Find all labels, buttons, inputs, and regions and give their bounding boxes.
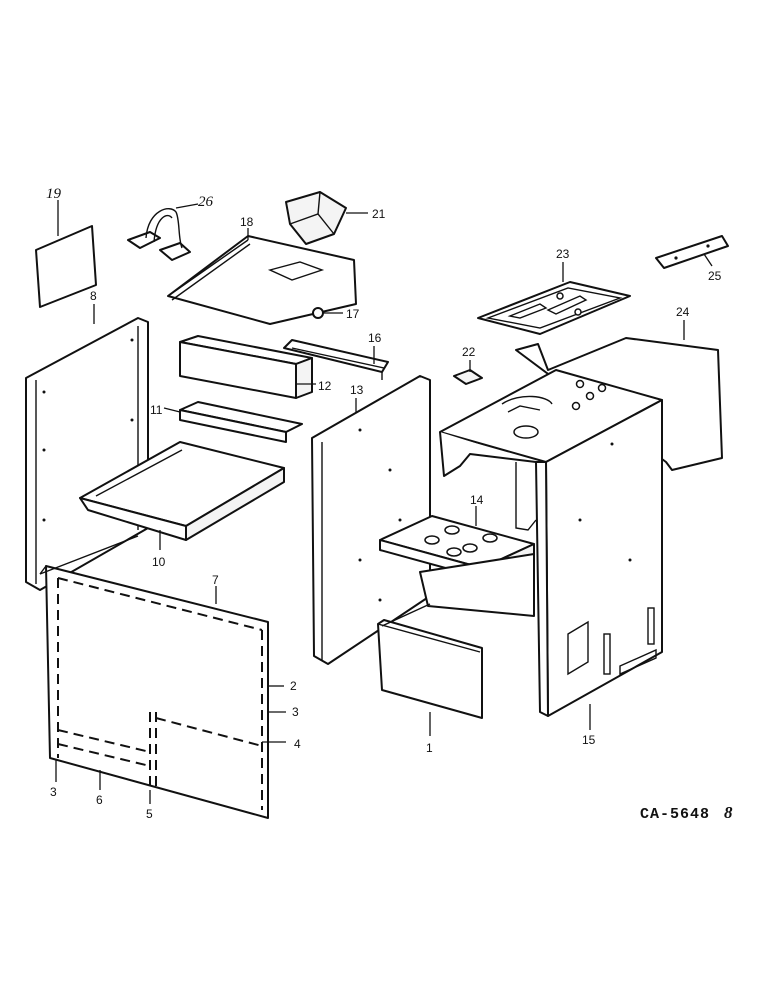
callout-13: 13: [350, 383, 364, 397]
drawing-code: CA-5648: [640, 806, 710, 823]
callout-7: 7: [212, 573, 219, 587]
part-21-housing: [285, 191, 368, 245]
part-1-lower-panel: [377, 603, 483, 736]
callout-21: 21: [372, 207, 386, 221]
callout-5: 5: [146, 807, 153, 821]
part-8-side-panel: [25, 304, 149, 591]
part-18-top-panel: [167, 228, 357, 325]
part-16-channel: [283, 339, 389, 380]
callout-4: 4: [294, 737, 301, 751]
part-13-side-panel: [311, 375, 431, 665]
drawing-revision: 8: [724, 803, 733, 822]
part-10-tray: [79, 441, 285, 550]
callout-6: 6: [96, 793, 103, 807]
part-11-flat-bar: [163, 401, 303, 443]
part-15-cabinet: [439, 369, 663, 730]
callout-17: 17: [346, 307, 360, 321]
part-14-shelf: [379, 506, 535, 617]
callout-14: 14: [470, 493, 484, 507]
callout-3-left: 3: [50, 785, 57, 799]
callout-10: 10: [152, 555, 166, 569]
callout-3-right: 3: [292, 705, 299, 719]
callout-22: 22: [462, 345, 476, 359]
part-23-top-tray: [477, 262, 631, 335]
callout-16: 16: [368, 331, 382, 345]
callout-26: 26: [198, 194, 214, 210]
part-19-plate: [35, 200, 97, 308]
callout-19: 19: [46, 186, 62, 202]
part-22-block: [453, 360, 483, 385]
callout-15: 15: [582, 733, 596, 747]
callout-18: 18: [240, 215, 254, 229]
part-7-front-panel: [39, 535, 286, 819]
part-12-box-channel: [179, 335, 316, 399]
part-17-knob: [312, 307, 343, 319]
callout-12: 12: [318, 379, 332, 393]
callout-25: 25: [708, 269, 722, 283]
callout-23: 23: [556, 247, 570, 261]
callout-1: 1: [426, 741, 433, 755]
part-25-plate: [655, 235, 729, 269]
callout-11: 11: [150, 403, 163, 417]
callout-8: 8: [90, 289, 97, 303]
callout-2: 2: [290, 679, 297, 693]
part-26-bracket: [127, 203, 199, 261]
callout-24: 24: [676, 305, 690, 319]
